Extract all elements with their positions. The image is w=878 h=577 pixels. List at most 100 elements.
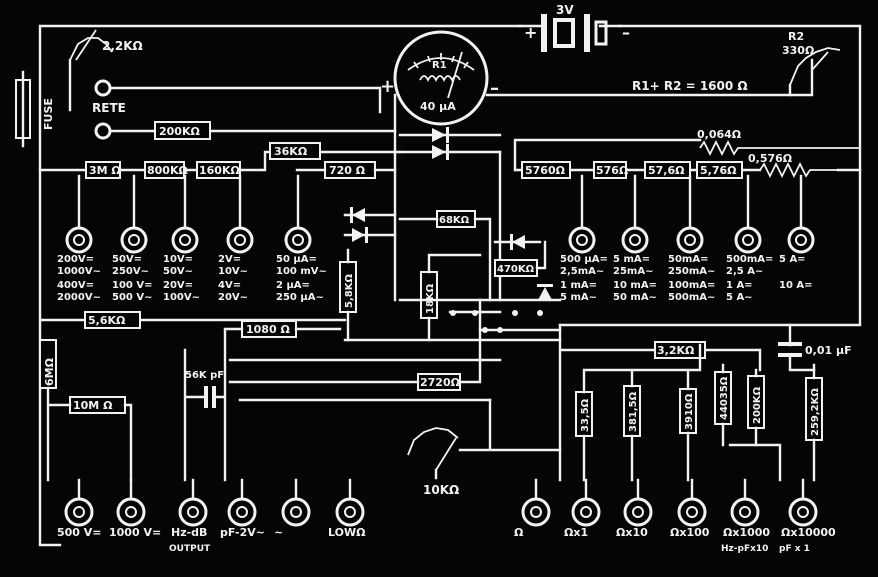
meter: R1 40 µA + –: [380, 30, 814, 302]
top-jack-3-label-3: 20V=: [163, 280, 193, 291]
top-jack-9-label-3: 1 A=: [726, 280, 753, 291]
r6m-label: 6MΩ: [43, 357, 56, 386]
top-jack-2-label-1: 50V=: [112, 254, 142, 265]
r800k-label: 800KΩ: [147, 164, 188, 177]
top-jack-5[interactable]: 50 µA=100 mV~2 µA=250 µA~: [276, 174, 327, 303]
pot2-label: 10KΩ: [423, 483, 459, 497]
middle-network: 68KΩ 470KΩ 5,8KΩ 18KΩ: [339, 207, 562, 342]
r10m-label: 10M Ω: [73, 399, 113, 412]
bottom-jack-9[interactable]: Ωx10: [616, 478, 653, 539]
top-jack-10[interactable]: 5 A= 10 A=: [779, 174, 815, 291]
top-jack-6-label-1: 500 µA=: [560, 254, 608, 265]
top-jack-5-label-4: 250 µA~: [276, 292, 324, 303]
top-jack-8-label-2: 250mA~: [668, 266, 715, 277]
top-jack-7-label-3: 10 mA=: [613, 280, 657, 291]
shunt-chain: 5760Ω 576Ω 57,6Ω 5,76Ω 0,064Ω 0,576Ω: [498, 128, 862, 302]
r36k-label: 36KΩ: [274, 145, 308, 158]
battery-label: 3V: [556, 3, 574, 17]
bottom-jack-2[interactable]: 1000 V=: [109, 478, 161, 539]
bottom-jack-5[interactable]: ~: [274, 478, 311, 539]
meter-minus: –: [490, 78, 499, 99]
top-jack-4[interactable]: 2V=10V~4V=20V~: [218, 174, 254, 303]
top-jack-6-label-4: 5 mA~: [560, 292, 597, 303]
bottom-jack-12-sublabel: pF x 1: [779, 544, 810, 554]
top-jack-9[interactable]: 500mA=2,5 A~1 A=5 A~: [726, 174, 773, 303]
bottom-jack-11-label: Ωx1000: [723, 526, 770, 539]
top-jack-7[interactable]: 5 mA=25mA~10 mA=50 mA~: [613, 174, 657, 303]
bottom-jack-10[interactable]: Ωx100: [670, 478, 710, 539]
bottom-jack-3-label: Hz-dB: [171, 526, 207, 539]
r381-5-label: 381,5Ω: [628, 391, 639, 432]
bottom-jack-7-label: Ω: [514, 526, 524, 539]
rete-label: RETE: [92, 101, 126, 115]
r44035-label: 44035Ω: [719, 376, 730, 420]
r2-trimmer: R2 330Ω R1+ R2 = 1600 Ω: [632, 30, 841, 97]
bottom-jack-10-label: Ωx100: [670, 526, 710, 539]
r576-label: 576Ω: [596, 164, 629, 177]
r3-2k-label: 3,2KΩ: [657, 344, 695, 357]
r5-76-label: 5,76Ω: [700, 164, 737, 177]
fuse: FUSE: [15, 70, 55, 148]
top-jack-4-label-4: 20V~: [218, 292, 248, 303]
pot1-label: 2,2KΩ: [102, 39, 143, 53]
top-jack-8[interactable]: 50mA=250mA~100mA=500mA~: [668, 174, 715, 303]
bottom-jack-4[interactable]: pF-2V~: [220, 478, 265, 539]
top-jack-3[interactable]: 10V=50V~ 20V=100V~: [163, 174, 200, 303]
bottom-jack-1-label: 500 V=: [57, 526, 102, 539]
top-jack-row: 200V=1000V~400V=2000V~ 50V=250V~100 V=500…: [57, 174, 815, 303]
top-jack-7-label-1: 5 mA=: [613, 254, 650, 265]
top-jack-5-label-2: 100 mV~: [276, 266, 327, 277]
cap-56k: 56K pF: [183, 328, 227, 482]
meter-plus: +: [380, 76, 395, 97]
top-jack-6-label-3: 1 mA=: [560, 280, 597, 291]
bottom-jack-12[interactable]: Ωx10000 pF x 1: [779, 478, 836, 554]
top-jack-3-label-4: 100V~: [163, 292, 200, 303]
r2-value: 330Ω: [782, 44, 815, 57]
top-jack-3-label-2: 50V~: [163, 266, 193, 277]
battery: + – 3V: [518, 3, 630, 52]
r2-name: R2: [788, 30, 804, 43]
mains-input: RETE 200KΩ: [92, 79, 397, 140]
top-jack-2[interactable]: 50V=250V~100 V=500 V~: [112, 174, 152, 303]
meter-value: 40 µA: [420, 100, 456, 113]
r3m-label: 3M Ω: [89, 164, 121, 177]
r33-5-label: 33,5Ω: [580, 398, 591, 432]
r-sum-label: R1+ R2 = 1600 Ω: [632, 79, 748, 93]
top-jack-3-label-1: 10V=: [163, 254, 193, 265]
r2720-label: 2720Ω: [420, 376, 461, 389]
bottom-jack-7[interactable]: Ω: [514, 478, 551, 539]
bottom-jack-8-label: Ωx1: [564, 526, 588, 539]
cap-small-label: 56K pF: [185, 370, 224, 381]
r18k-label: 18KΩ: [425, 283, 436, 314]
top-jack-6[interactable]: 500 µA=2,5mA~ 1 mA=5 mA~: [560, 174, 608, 303]
top-jack-10-label-1: 5 A=: [779, 254, 806, 265]
r5-8k-label: 5,8KΩ: [344, 274, 355, 308]
battery-plus: +: [524, 23, 537, 42]
r160k-label: 160KΩ: [199, 164, 240, 177]
bottom-jack-1[interactable]: 500 V=: [57, 478, 102, 539]
bottom-jack-6[interactable]: LOWΩ: [328, 478, 366, 539]
meter-r1-label: R1: [432, 60, 447, 71]
top-jack-2-label-2: 250V~: [112, 266, 149, 277]
battery-minus: –: [622, 23, 630, 42]
top-jack-10-label-3: 10 A=: [779, 280, 813, 291]
top-jack-7-label-4: 50 mA~: [613, 292, 657, 303]
bottom-jack-8[interactable]: Ωx1: [564, 478, 601, 539]
top-jack-8-label-1: 50mA=: [668, 254, 708, 265]
top-jack-9-label-1: 500mA=: [726, 254, 773, 265]
r5760-label: 5760Ω: [525, 164, 566, 177]
r5-6k-label: 5,6KΩ: [88, 314, 126, 327]
bottom-jack-12-label: Ωx10000: [781, 526, 836, 539]
top-jack-6-label-2: 2,5mA~: [560, 266, 604, 277]
r1080-label: 1080 Ω: [246, 323, 290, 336]
r0-064-label: 0,064Ω: [697, 128, 742, 141]
top-jack-8-label-4: 500mA~: [668, 292, 715, 303]
r200k-v-label: 200KΩ: [752, 386, 763, 424]
top-jack-1-label-2: 1000V~: [57, 266, 101, 277]
top-jack-9-label-2: 2,5 A~: [726, 266, 763, 277]
top-jack-1[interactable]: 200V=1000V~400V=2000V~: [57, 174, 101, 303]
